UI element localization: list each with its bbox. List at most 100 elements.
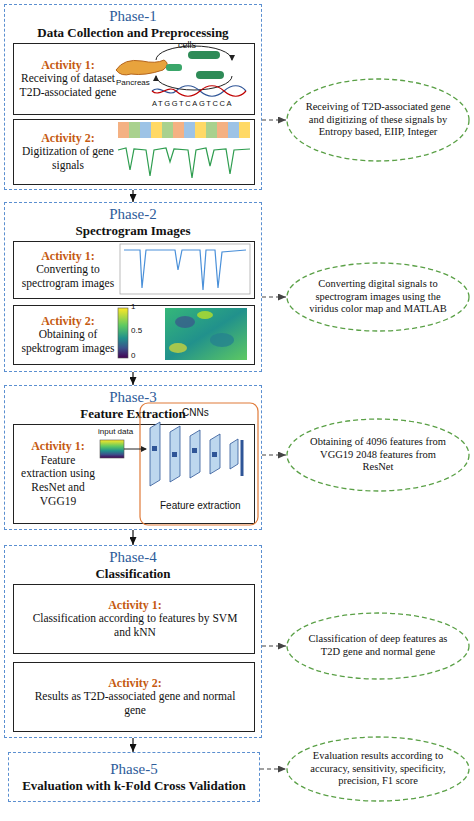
cnn-layer [190,430,200,478]
text-box: Phase-2Spectrogram Images [5,206,261,239]
text-box: Converting digital signals to spectrogra… [304,262,452,332]
activity-label: Activity 1: [41,249,95,263]
ellipse-shape [287,419,469,491]
activity-label: Activity 1: [41,58,95,72]
base-bar [228,122,239,138]
activity-box: Activity 2:Digitization of gene signals [13,119,255,185]
activity-description: Receiving of dataset T2D-associated gene [18,72,118,100]
phase-title: Phase-3 [5,389,261,406]
kernel-square [192,448,197,453]
activity-label: Activity 2: [41,131,95,145]
summary-text: Converting digital signals to spectrogra… [304,278,452,316]
summary-text: Classification of deep features as T2D g… [304,633,452,658]
callout-arrow [262,645,286,646]
base-bar [173,122,184,138]
summary-ellipse: Receiving of T2D-associated gene and dig… [286,78,470,162]
dna-strand [152,86,246,97]
callout-arrow [260,768,286,769]
phase-title: Phase-1 [5,8,261,25]
flow-arrow [132,190,133,202]
base-bar [129,122,140,138]
activity-label: Activity 1: [31,439,85,453]
phase-title: Phase-4 [5,549,261,566]
summary-text: Evaluation results according to accuracy… [304,750,452,788]
sequence-bars [118,122,250,138]
phase-title: Phase-5 [110,761,158,778]
flow-arrow [132,530,133,545]
input-image [100,440,124,458]
text-box: Phase-3Feature Extraction [5,389,261,422]
summary-text: Receiving of T2D-associated gene and dig… [304,101,452,139]
summary-ellipse: Converting digital signals to spectrogra… [286,262,470,332]
ellipse-shape [287,613,469,679]
summary-ellipse: Classification of deep features as T2D g… [286,612,470,680]
callout-arrow [262,454,286,455]
base-bar [217,122,228,138]
callout-arrow [262,296,286,297]
activity-description: Feature extraction using ResNet and VGG1… [18,454,98,509]
cell-shape [188,51,220,59]
phase-box: Activity 1:Feature extraction using ResN… [4,385,262,530]
kernel-square [212,452,217,457]
cycle-arrow [156,76,232,90]
flow-arrow [132,372,133,385]
base-bar [184,122,195,138]
phase-box: Activity 1:Converting to spectrogram ima… [4,202,262,372]
text-box: Activity 1:Classification according to f… [24,585,246,653]
activity-box: Activity 1:Receiving of dataset T2D-asso… [13,43,255,115]
cnn-layer [150,422,160,486]
cnn-layer [210,434,220,474]
base-bar [239,122,250,138]
activity-label: Activity 2: [41,314,95,328]
phase-box: Activity 1:Classification according to f… [4,545,262,738]
spectrogram-image [165,308,247,360]
cell-shape [196,71,224,79]
flow-arrow [132,738,133,752]
base-bar [118,122,129,138]
base-bar [151,122,162,138]
text-box: Activity 2:Results as T2D-associated gen… [24,663,246,731]
text-box: Activity 1:Feature extraction using ResN… [18,425,98,523]
base-bar [195,122,206,138]
feature-vector [241,440,244,476]
text-box: Activity 2:Digitization of gene signals [18,120,118,184]
text-box: Activity 1:Receiving of dataset T2D-asso… [18,44,118,114]
callout-arrow [262,119,286,120]
ellipse-shape [287,737,469,801]
kernel-square [172,452,177,457]
summary-ellipse: Evaluation results according to accuracy… [286,736,470,802]
gene-signal [118,148,250,178]
activity-box: Activity 2:Results as T2D-associated gen… [13,662,255,732]
phase-subtitle: Classification [5,566,261,582]
pancreas-drawing [116,60,167,75]
base-bar [140,122,151,138]
activity-description: Obtaining of spektrogram images [18,328,118,356]
activity-label: Activity 1: [108,598,162,612]
ellipse-shape [287,79,469,161]
summary-ellipse: Obtaining of 4096 features from VGG19 20… [286,418,470,492]
signal-plot [124,250,246,290]
base-bar [162,122,173,138]
activity-box: Activity 1:Converting to spectrogram ima… [13,241,255,299]
activity-description: Converting to spectrogram images [18,263,118,291]
activity-description: Classification according to features by … [24,612,246,640]
cnn-layer [230,439,238,469]
input-arrow [124,449,146,450]
text-box: Phase-5Evaluation with k-Fold Cross Vali… [9,753,259,801]
phase-subtitle: Data Collection and Preprocessing [5,25,261,41]
phase-subtitle: Evaluation with k-Fold Cross Validation [22,778,246,794]
text-box: Activity 2:Obtaining of spektrogram imag… [18,306,118,364]
phase-subtitle: Feature Extraction [5,406,261,422]
phase-box: Activity 1:Receiving of dataset T2D-asso… [4,4,262,190]
dna-strand [152,86,246,97]
activity-description: Results as T2D-associated gene and norma… [24,690,246,718]
text-box: Evaluation results according to accuracy… [304,736,452,802]
activity-box: Activity 1:Classification according to f… [13,584,255,654]
spectrogram-blob [210,333,234,347]
text-box: Phase-1Data Collection and Preprocessing [5,8,261,41]
activity-box: Activity 2:Obtaining of spektrogram imag… [13,305,255,365]
text-box: Receiving of T2D-associated gene and dig… [304,78,452,162]
ellipse-shape [287,263,469,331]
cnn-frame [140,403,258,525]
activity-label: Activity 2: [108,676,162,690]
